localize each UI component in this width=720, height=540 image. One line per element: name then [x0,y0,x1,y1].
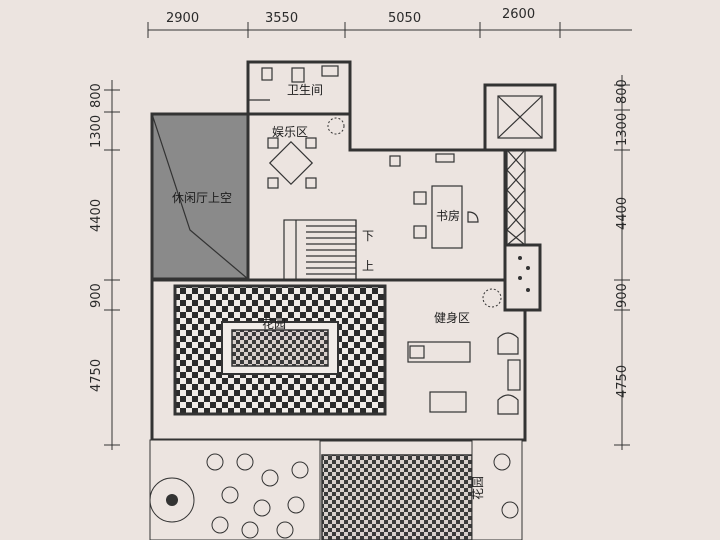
bottom-landscape [149,439,321,540]
left-dim-3: 4400 [89,199,104,232]
left-dim-4: 900 [89,283,104,308]
right-dim-2: 1300 [615,113,630,146]
right-dim-5: 4750 [615,365,630,398]
plant-icon [327,117,345,135]
paved-terrace [321,454,473,540]
right-landscape [471,439,523,540]
lattice-column [506,149,526,246]
left-dim-5: 4750 [89,359,104,392]
lounge-void-label: 休闲厅上空 [172,191,232,205]
entertainment-label: 娱乐区 [272,125,308,139]
top-dim-3: 5050 [388,11,421,26]
gym-equipment [407,332,521,415]
left-dimension-line [104,80,120,450]
right-dim-1: 800 [615,79,630,104]
gym-label: 健身区 [434,310,470,325]
elevator [483,83,557,152]
staircase [283,219,357,281]
stair-down-label: 下 [362,229,374,243]
right-dimension-line [614,75,630,450]
top-dim-1: 2900 [166,11,199,26]
garden-label: 花园 [262,316,286,331]
study-label: 书房 [436,208,460,223]
left-dim-2: 1300 [89,115,104,148]
plant-icon [482,288,502,308]
entertainment-furniture [267,137,317,189]
study-furniture [389,153,479,249]
checkered-garden [173,284,387,416]
lounge-void [150,112,250,281]
stair-up-label: 上 [362,259,374,273]
vent-tower [503,243,542,312]
top-dim-2: 3550 [265,11,298,26]
right-dim-4: 900 [615,283,630,308]
left-dim-1: 800 [89,83,104,108]
top-dimension-line [147,22,632,38]
right-dim-3: 4400 [615,197,630,230]
bathroom [246,60,352,116]
top-dim-4: 2600 [502,7,535,22]
bathroom-label: 卫生间 [287,83,323,97]
garden-bottom-label: 花园 [470,476,485,500]
